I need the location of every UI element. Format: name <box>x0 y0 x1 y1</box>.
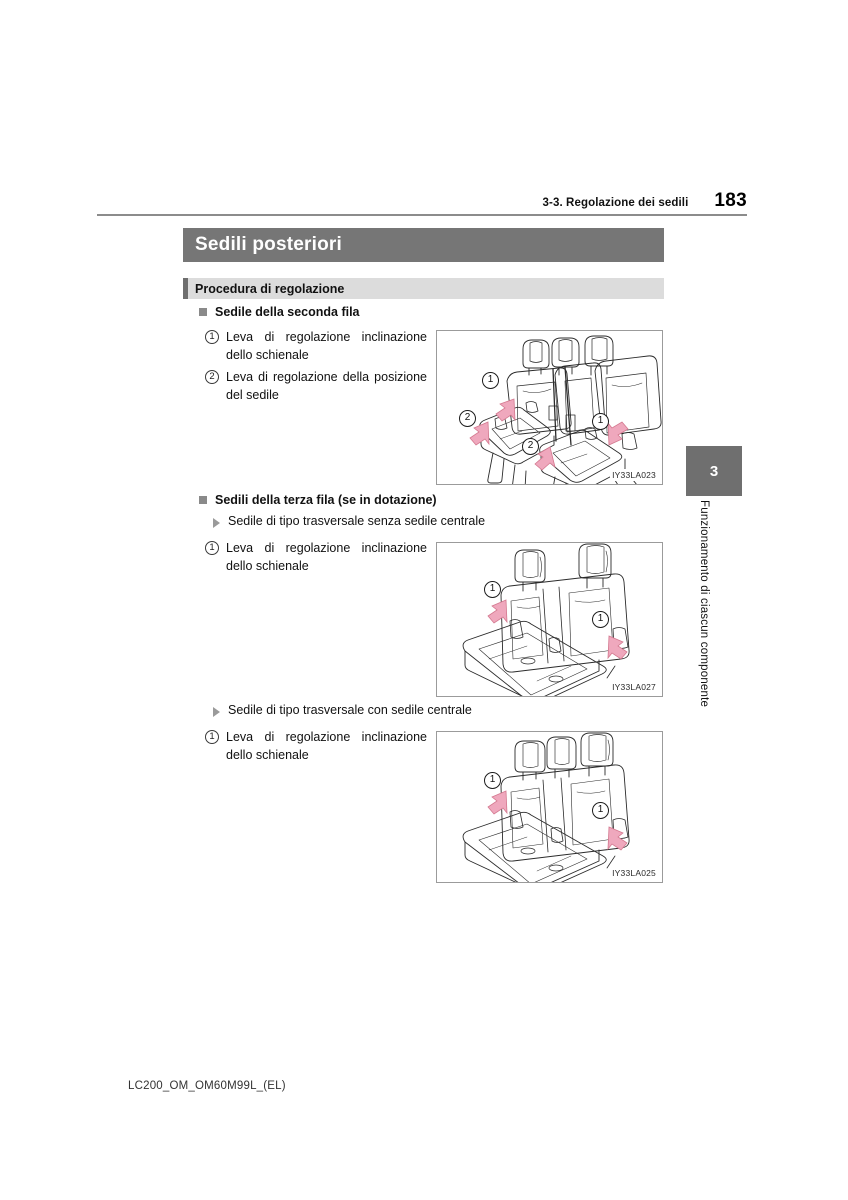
heading-third-row: Sedili della terza fila (se in dotazione… <box>199 493 437 507</box>
figure-code: IY33LA023 <box>610 469 658 481</box>
figure-code: IY33LA025 <box>610 867 658 879</box>
third-row-bench-with-center-illustration <box>462 732 630 882</box>
figure-callout: 1 <box>592 611 609 628</box>
square-bullet-icon <box>199 496 207 504</box>
figure-code: IY33LA027 <box>610 681 658 693</box>
heading-second-row: Sedile della seconda fila <box>199 305 360 319</box>
triangle-bullet-icon <box>213 518 220 528</box>
list-item-text: Leva di regolazione inclinazione dello s… <box>226 730 427 762</box>
callout-number: 1 <box>205 330 219 344</box>
figure-third-row-with-center-seat: IY33LA025 1 1 <box>436 731 663 883</box>
figure-third-row-without-center-seat: IY33LA027 1 1 <box>436 542 663 697</box>
figure-callout: 1 <box>482 372 499 389</box>
subsection-bar: Procedura di regolazione <box>183 278 664 299</box>
header-section-ref: 3-3. Regolazione dei sedili <box>542 197 689 209</box>
chapter-number: 3 <box>709 462 719 480</box>
heading-second-row-label: Sedile della seconda fila <box>215 305 360 319</box>
page-header: 3-3. Regolazione dei sedili 183 <box>97 190 747 212</box>
figure-callout: 2 <box>522 438 539 455</box>
third-row-bench-no-center-illustration <box>462 543 630 696</box>
list-item-text: Leva di regolazione inclinazione dello s… <box>226 330 427 362</box>
figure-callout: 1 <box>592 413 609 430</box>
chapter-title: Sedili posteriori <box>195 234 342 255</box>
bullet-line-without-center-seat: Sedile di tipo trasversale senza sedile … <box>213 514 533 528</box>
figure-callout: 1 <box>484 581 501 598</box>
footer-document-code: LC200_OM_OM60M99L_(EL) <box>128 1080 286 1092</box>
header-divider-rule <box>97 214 747 216</box>
chapter-title-bar: Sedili posteriori <box>183 228 664 262</box>
subsection-label: Procedura di regolazione <box>195 281 345 296</box>
chapter-tab-number: 3 <box>686 446 742 496</box>
chapter-tab-label: Funzionamento di ciascun componente <box>698 500 710 708</box>
callout-number: 2 <box>205 370 219 384</box>
bullet-line-with-center-seat: Sedile di tipo trasversale con sedile ce… <box>213 703 533 717</box>
page-number: 183 <box>714 190 747 211</box>
list-item: 1 Leva di regolazione inclinazione dello… <box>205 728 427 764</box>
subsection-accent-bar <box>183 278 188 299</box>
heading-third-row-label: Sedili della terza fila (se in dotazione… <box>215 493 437 507</box>
square-bullet-icon <box>199 308 207 316</box>
figure-second-row-seats: IY33LA023 1 2 2 1 <box>436 330 663 485</box>
second-row-seat-illustration <box>469 335 662 484</box>
callout-number: 1 <box>205 541 219 555</box>
triangle-bullet-icon <box>213 707 220 717</box>
bullet-line-text: Sedile di tipo trasversale con sedile ce… <box>228 703 472 717</box>
list-item: 1 Leva di regolazione inclinazione dello… <box>205 328 427 364</box>
list-item: 2 Leva di regolazione della posizione de… <box>205 368 427 404</box>
callout-number: 1 <box>205 730 219 744</box>
bullet-line-text: Sedile di tipo trasversale senza sedile … <box>228 514 486 528</box>
list-item-text: Leva di regolazione della posizione del … <box>226 370 427 402</box>
list-item-text: Leva di regolazione inclinazione dello s… <box>226 541 427 573</box>
list-item: 1 Leva di regolazione inclinazione dello… <box>205 539 427 575</box>
figure-callout: 1 <box>592 802 609 819</box>
figure-callout: 1 <box>484 772 501 789</box>
figure-callout: 2 <box>459 410 476 427</box>
